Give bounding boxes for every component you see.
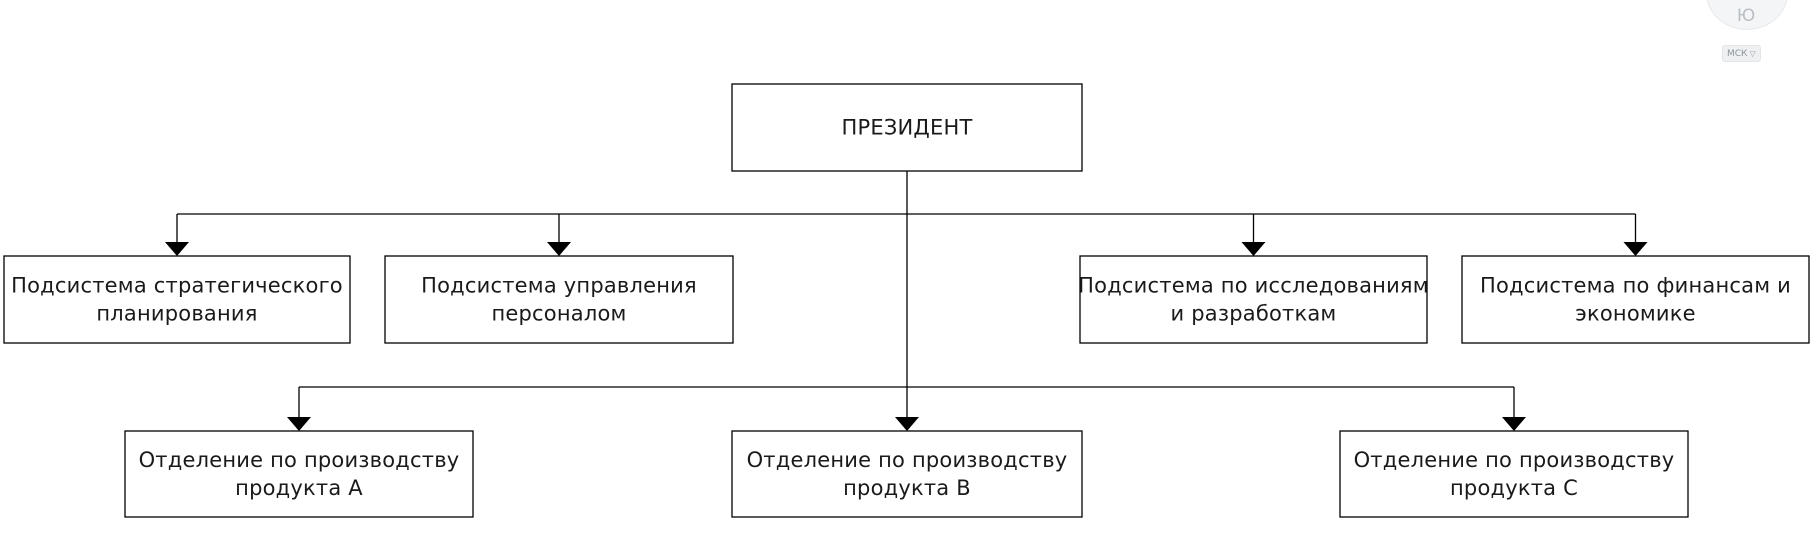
arrowhead-division-b [895,417,919,431]
node-president-box [731,83,1083,172]
node-hr-management-box [384,255,734,344]
node-finance-economics-label-line-1: Подсистема по финансам и [1480,274,1791,298]
node-division-b: Отделение по производству продукта В [731,430,1083,518]
node-research-development-label-line-2: и разработкам [1171,302,1337,326]
node-hr-management-label-line-1: Подсистема управления [421,274,697,298]
arrowhead-hr-management [547,242,571,256]
node-finance-economics-box [1461,255,1810,344]
node-division-c-label-line-2: продукта С [1450,476,1578,500]
node-division-b-label-line-2: продукта В [843,476,971,500]
node-finance-economics-label-line-2: экономике [1575,302,1696,326]
node-hr-management: Подсистема управления персоналом [384,255,734,344]
node-strategic-planning-box [3,255,351,344]
node-division-a-box [124,430,474,518]
ucs-label: МСК [1727,49,1748,59]
node-research-development: Подсистема по исследованиям и разработкам [1078,255,1429,344]
node-president: ПРЕЗИДЕНТ [731,83,1083,172]
chevron-down-icon: ▽ [1749,49,1756,58]
arrowhead-division-a [287,417,311,431]
node-division-a: Отделение по производству продукта А [124,430,474,518]
arrowhead-strategic-planning [165,242,189,256]
arrowhead-research-development [1241,242,1266,256]
arrowhead-division-c [1502,417,1526,431]
node-research-development-box [1079,255,1428,344]
node-division-c: Отделение по производству продукта С [1339,430,1689,518]
nodes: ПРЕЗИДЕНТ Подсистема стратегического плани… [3,83,1810,518]
node-division-b-box [731,430,1083,518]
viewcube-direction-letter[interactable]: Ю [1736,6,1756,26]
node-hr-management-label-line-2: персоналом [491,302,626,326]
arrowhead-finance-economics [1623,242,1648,256]
node-strategic-planning-label-line-1: Подсистема стратегического [11,274,343,298]
node-president-label-line-1: ПРЕЗИДЕНТ [842,116,973,140]
node-strategic-planning: Подсистема стратегического планирования [3,255,351,344]
node-division-a-label-line-2: продукта А [235,476,363,500]
node-division-a-label-line-1: Отделение по производству [139,448,460,472]
node-division-c-box [1339,430,1689,518]
ucs-dropdown[interactable]: МСК▽ [1722,45,1761,62]
node-research-development-label-line-1: Подсистема по исследованиям [1078,274,1429,298]
node-division-b-label-line-1: Отделение по производству [747,448,1068,472]
connectors [165,171,1648,431]
node-division-c-label-line-1: Отделение по производству [1354,448,1675,472]
node-strategic-planning-label-line-2: планирования [96,302,257,326]
node-finance-economics: Подсистема по финансам и экономике [1461,255,1810,344]
viewcube-widget[interactable]: Ю МСК▽ [1700,0,1811,70]
